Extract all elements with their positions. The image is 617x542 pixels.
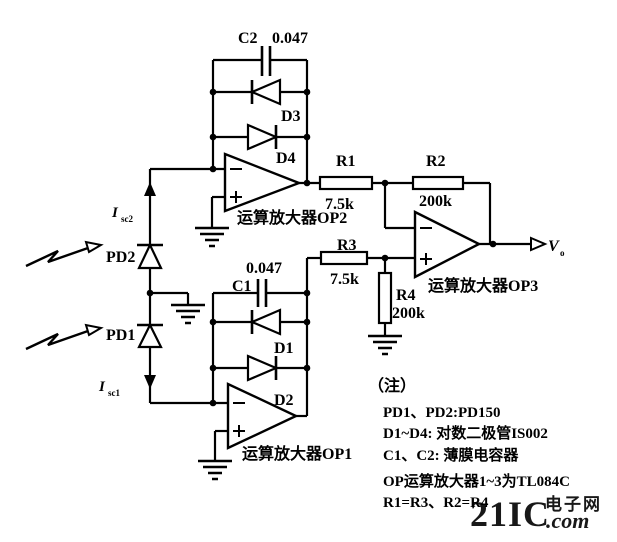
label-vout-sub: o — [560, 248, 565, 258]
label-d1: D1 — [274, 340, 294, 357]
notes-block: （注） PD1、PD2:PD150 D1~D4: 对数二极管IS002 C1、C… — [368, 376, 570, 511]
label-r1: R1 — [336, 153, 356, 170]
current-arrow-isc2 — [144, 182, 156, 196]
value-r4: 200k — [392, 305, 425, 322]
label-op2: 运算放大器OP2 — [237, 208, 347, 227]
label-pd2: PD2 — [106, 249, 135, 266]
ground-r4 — [368, 334, 402, 356]
opamp-op1-signs — [233, 402, 245, 437]
diode-d2 — [246, 354, 279, 382]
label-isc1-sub: sc1 — [108, 388, 120, 398]
label-d4: D4 — [276, 150, 296, 167]
ground-op1 — [198, 459, 232, 481]
capacitor-c2 — [260, 46, 272, 76]
opamp-op1 — [226, 382, 299, 450]
diode-d3 — [249, 78, 282, 106]
notes-line-5: R1=R3、R2=R4 — [383, 495, 489, 511]
watermark-site: 电子网 — [545, 494, 602, 514]
label-c1: C1 — [232, 278, 252, 295]
resistor-r4 — [377, 271, 393, 325]
light-arrow-pd2 — [25, 240, 104, 268]
junction-dots — [146, 88, 497, 407]
notes-line-2: D1~D4: 对数二极管IS002 — [383, 424, 548, 442]
light-arrow-pd1 — [25, 323, 104, 351]
opamp-op3-signs — [420, 227, 432, 265]
label-vout-base: V — [548, 238, 560, 255]
opamp-op2 — [223, 152, 303, 213]
label-r4: R4 — [396, 287, 416, 304]
photodiode-pd2 — [137, 242, 163, 270]
value-r1: 7.5k — [325, 196, 354, 213]
opamp-op3 — [413, 210, 482, 279]
value-c2: 0.047 — [272, 30, 308, 47]
label-r3: R3 — [337, 237, 357, 254]
diode-d4 — [246, 123, 279, 151]
label-isc1-base: I — [98, 379, 106, 395]
value-r3: 7.5k — [330, 271, 359, 288]
opamp-op2-signs — [230, 168, 242, 203]
notes-line-1: PD1、PD2:PD150 — [383, 405, 500, 421]
label-op1: 运算放大器OP1 — [242, 444, 352, 463]
label-pd1: PD1 — [106, 327, 135, 344]
diode-d1 — [249, 308, 282, 336]
value-r2: 200k — [419, 193, 452, 210]
notes-heading: （注） — [368, 376, 416, 395]
label-d2: D2 — [274, 392, 294, 409]
label-isc2-base: I — [111, 205, 119, 221]
resistor-r3 — [319, 250, 369, 266]
output-arrow — [530, 236, 548, 252]
notes-line-4: OP运算放大器1~3为TL084C — [383, 472, 570, 490]
watermark: 21IC 电子网 .com — [470, 494, 602, 534]
resistor-r1 — [318, 175, 374, 191]
current-arrow-isc1 — [144, 375, 156, 389]
ground-op2 — [195, 226, 229, 248]
label-r2: R2 — [426, 153, 446, 170]
resistor-r2 — [411, 175, 465, 191]
label-op3: 运算放大器OP3 — [428, 276, 538, 295]
watermark-suffix: .com — [546, 508, 589, 533]
label-isc2-sub: sc2 — [121, 214, 133, 224]
label-c2: C2 — [238, 30, 258, 47]
value-c1: 0.047 — [246, 260, 282, 277]
notes-line-3: C1、C2: 薄膜电容器 — [383, 446, 519, 464]
ground-photodiodes — [171, 303, 205, 325]
photodiode-pd1 — [137, 322, 163, 349]
label-d3: D3 — [281, 108, 301, 125]
watermark-brand: 21IC — [470, 494, 550, 534]
wires — [148, 58, 531, 461]
capacitor-c1 — [256, 279, 268, 307]
